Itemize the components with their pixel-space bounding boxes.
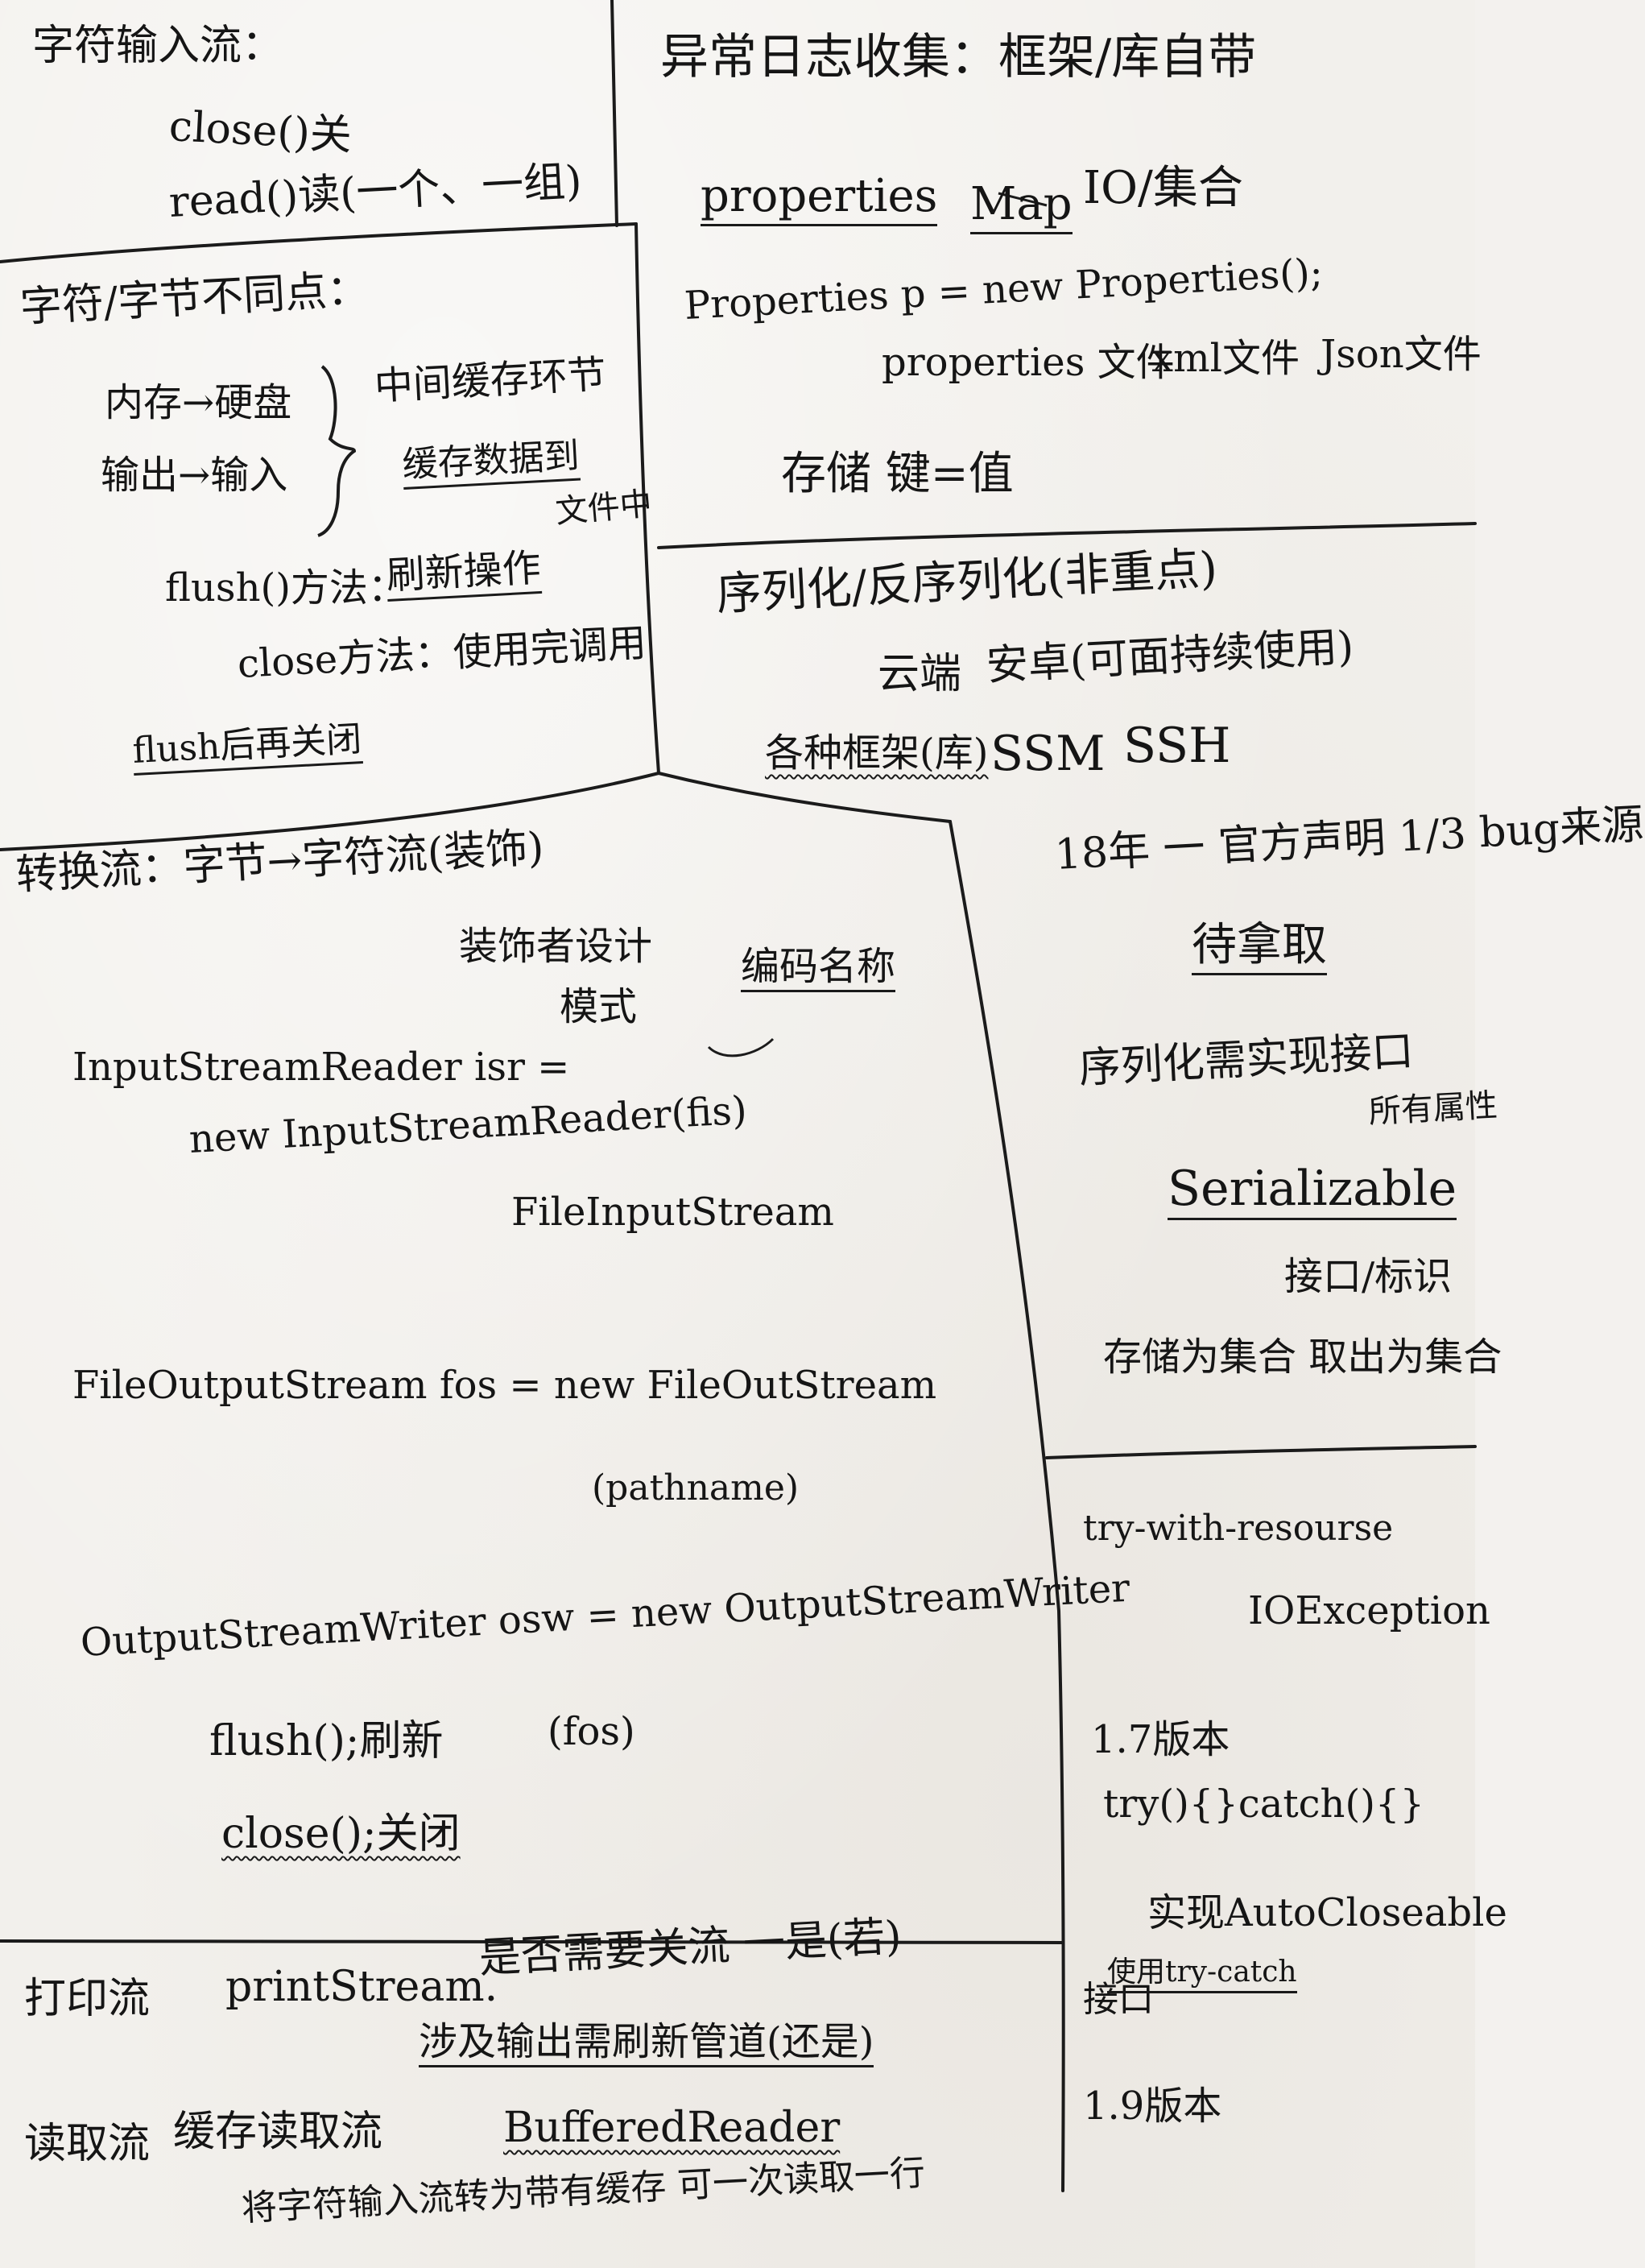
mr-cloud: 云端 bbox=[878, 650, 962, 698]
conv-close: close();关闭 bbox=[221, 1810, 461, 1858]
bottom-print-note: 涉及输出需刷新管道(还是) bbox=[419, 2022, 874, 2068]
right-store: 存储为集合 取出为集合 bbox=[1103, 1335, 1502, 1380]
tr-kv: 存储 键=值 bbox=[781, 448, 1014, 500]
connector-line bbox=[998, 192, 1048, 207]
right-serializable: Serializable bbox=[1168, 1164, 1457, 1220]
right-use-tc: 使用try-catch bbox=[1107, 1957, 1297, 1993]
tr-file-properties: properties 文件 bbox=[882, 340, 1175, 385]
right-v19: 1.9版本 bbox=[1083, 2084, 1222, 2129]
tr-title: 异常日志收集：框架/库自带 bbox=[660, 29, 1257, 85]
tl-close: close()关 bbox=[167, 102, 353, 160]
right-pending: 待拿取 bbox=[1192, 921, 1327, 975]
divider-right-mid bbox=[657, 522, 1477, 549]
mr-framework: 各种框架(库) bbox=[765, 730, 989, 776]
ml-row2: 输出→输入 bbox=[101, 453, 288, 498]
conv-decorator2: 模式 bbox=[560, 984, 638, 1029]
ml-flush-desc: 刷新操作 bbox=[385, 545, 543, 602]
right-ioe: IOException bbox=[1248, 1588, 1490, 1633]
divider-right-upper-bottom bbox=[1045, 1445, 1477, 1459]
connector-line-2 bbox=[707, 1037, 775, 1057]
conv-fos-arg: (fos) bbox=[548, 1709, 635, 1754]
conv-decorator1: 装饰者设计 bbox=[459, 924, 653, 969]
bottom-read-class: BufferedReader bbox=[503, 2104, 841, 2152]
brace-mark bbox=[317, 365, 357, 537]
tr-map: Map bbox=[970, 180, 1073, 234]
divider-conv-bottom bbox=[0, 1939, 1064, 1944]
right-twr: try-with-resourse bbox=[1083, 1508, 1394, 1549]
mr-ssm: SSM bbox=[990, 726, 1106, 782]
right-try-code: try(){}catch(){} bbox=[1103, 1782, 1424, 1827]
bottom-print-label: 打印流 bbox=[24, 1975, 151, 2023]
bottom-read-label: 读取流 bbox=[24, 2120, 151, 2168]
bottom-read-desc: 缓存读取流 bbox=[173, 2108, 383, 2156]
ml-flush-label: flush()方法： bbox=[165, 565, 407, 610]
tr-file-xml: xml文件 bbox=[1151, 336, 1300, 381]
conv-encoding: 编码名称 bbox=[741, 946, 896, 993]
right-attr: 所有属性 bbox=[1367, 1086, 1498, 1131]
ml-file-note: 文件中 bbox=[553, 485, 654, 531]
conv-isr1: InputStreamReader isr = bbox=[72, 1045, 570, 1090]
conv-fos2: (pathname) bbox=[592, 1467, 800, 1509]
divider-top-left-bottom bbox=[0, 222, 638, 263]
tr-file-json: Json文件 bbox=[1321, 332, 1482, 377]
right-iface: 接口 bbox=[1083, 1979, 1154, 2020]
divider-mid-left-right bbox=[634, 222, 660, 775]
right-tag: 接口/标识 bbox=[1284, 1254, 1453, 1299]
section-dividers bbox=[0, 0, 1477, 2192]
bottom-print-class: printStream. bbox=[225, 1963, 498, 2011]
right-v17: 1.7版本 bbox=[1091, 1717, 1230, 1762]
tr-properties: properties bbox=[701, 172, 938, 226]
conv-flush: flush();刷新 bbox=[209, 1717, 444, 1765]
divider-conv-right bbox=[949, 820, 1065, 2192]
conv-fos1: FileOutputStream fos = new FileOutStream bbox=[72, 1363, 937, 1408]
ml-row1: 内存→硬盘 bbox=[105, 380, 292, 425]
divider-top-vertical bbox=[610, 0, 618, 227]
right-impl-ac: 实现AutoCloseable bbox=[1147, 1890, 1507, 1935]
divider-right-of-mid bbox=[657, 772, 952, 823]
divider-mid-bottom bbox=[0, 772, 660, 851]
conv-fis: FileInputStream bbox=[511, 1190, 834, 1235]
notebook-page bbox=[0, 0, 1475, 2268]
tr-io: IO/集合 bbox=[1083, 162, 1243, 214]
tl-title: 字符输入流： bbox=[32, 22, 284, 70]
mr-ssh: SSH bbox=[1123, 718, 1231, 774]
